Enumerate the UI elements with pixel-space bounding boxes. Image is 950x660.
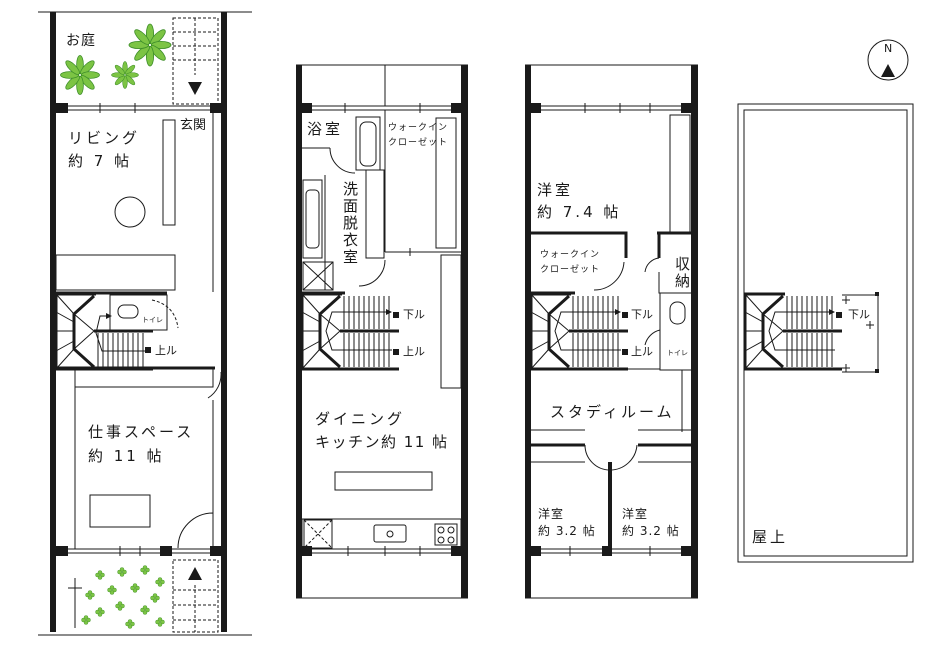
sofa [162, 119, 176, 226]
toilet-room [109, 294, 179, 331]
rear-garden [68, 565, 165, 629]
roof-plan [737, 103, 914, 563]
study-room-label: スタディルーム [550, 403, 675, 421]
toilet-label: トイレ [667, 349, 688, 357]
stairs-down-label: 下ル [403, 308, 425, 321]
workspace-label: 仕事スペース [88, 423, 195, 441]
living-room-size: 約 7 帖 [68, 152, 133, 170]
walkin-closet-label-line1: ウォークイン [388, 123, 449, 133]
washroom-label: 洗面脱衣室 [341, 181, 359, 266]
small-room-b-size: 約 3.2 帖 [622, 524, 680, 538]
shelf [74, 367, 214, 388]
storage-label: 収納 [673, 256, 691, 290]
stove-icon [434, 523, 458, 546]
staircase [54, 292, 155, 371]
round-table [114, 196, 146, 228]
workspace-size: 約 11 帖 [88, 447, 165, 465]
stairs-down-label: 下ル [631, 308, 653, 321]
entry-down-arrow-icon [188, 82, 202, 95]
entry-up-arrow-icon [188, 567, 202, 580]
stairs-up-label: 上ル [155, 344, 177, 357]
walkin-closet-label-line1: ウォークイン [540, 250, 601, 260]
dining-table [334, 471, 433, 491]
washbasin [302, 179, 323, 259]
counter [55, 254, 176, 291]
small-room-b-label: 洋室 [622, 507, 649, 521]
entrance-approach-bottom [172, 559, 219, 633]
dining-label: ダイニング [315, 410, 406, 428]
bedroom-label: 洋室 [537, 181, 574, 199]
toilet-label: トイレ [142, 316, 163, 324]
floor-2-plan [296, 64, 468, 599]
laundry-space [302, 261, 334, 291]
stairs-down-label: 下ル [848, 308, 870, 321]
kitchen-label: キッチン約 11 帖 [315, 433, 449, 451]
floor-1-plan [38, 11, 252, 636]
kitchen-counter [301, 518, 462, 550]
walkin-closet-label-line2: クローゼット [388, 138, 449, 148]
north-label: N [884, 42, 893, 55]
entrance-label: 玄関 [180, 118, 207, 133]
bathroom-label: 浴室 [307, 120, 344, 138]
bedroom-size: 約 7.4 帖 [537, 203, 622, 221]
living-room-label: リビング [68, 129, 141, 147]
door [177, 512, 214, 549]
rooftop-label: 屋上 [752, 528, 789, 546]
stairs-up-label: 上ル [631, 345, 653, 358]
stairs-up-label: 上ル [403, 345, 425, 358]
garden-label: お庭 [66, 33, 96, 49]
entrance-approach-top [172, 17, 219, 105]
walkin-closet-label-line2: クローゼット [540, 265, 601, 275]
desk [89, 494, 151, 528]
toilet-room [644, 293, 691, 371]
small-room-a-size: 約 3.2 帖 [538, 524, 596, 538]
floor-3-plan [525, 64, 698, 599]
sink-icon [373, 524, 407, 543]
north-arrow-icon [867, 39, 909, 81]
small-room-a-label: 洋室 [538, 507, 565, 521]
bathtub [355, 116, 381, 171]
